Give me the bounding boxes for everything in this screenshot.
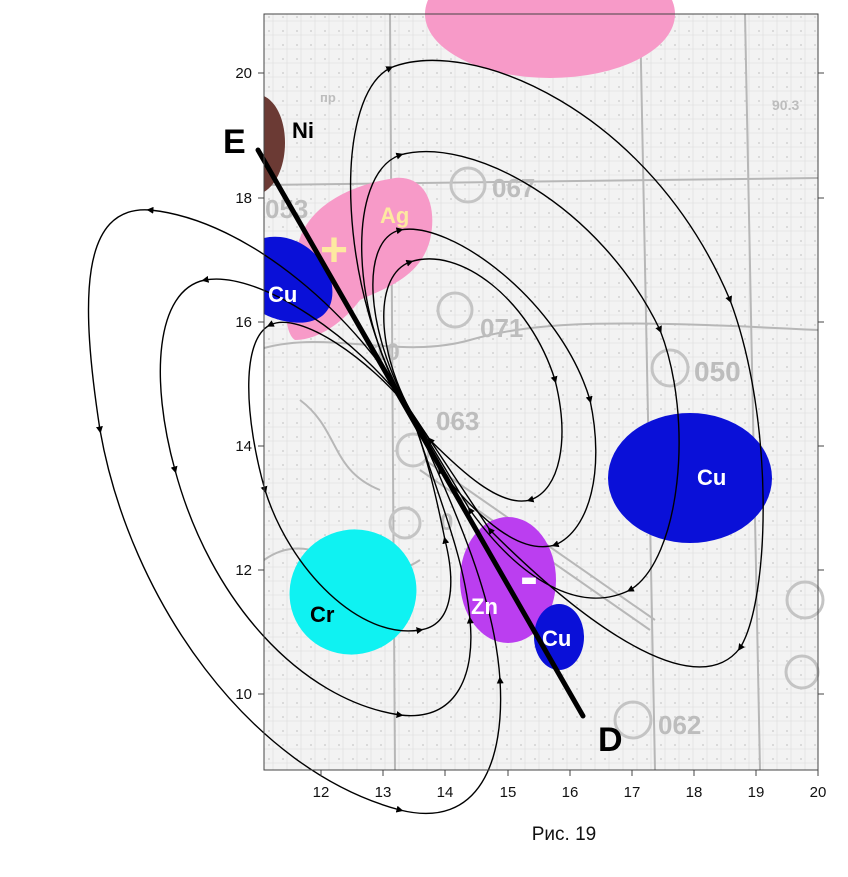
x-tick-label: 20 [810, 784, 827, 801]
map-label: 067 [492, 173, 535, 203]
map-label: 071 [480, 313, 523, 343]
x-tick-label: 16 [562, 784, 579, 801]
x-tick-label: 14 [437, 784, 454, 801]
map-label: 062 [658, 710, 701, 740]
y-tick-label: 18 [235, 190, 252, 207]
x-tick-label: 15 [500, 784, 517, 801]
axis-frame: 12 13 14 15 16 17 18 19 20 10 12 14 16 1… [235, 13, 827, 801]
fault-end-label: D [598, 721, 623, 759]
map-label: 050 [694, 356, 741, 387]
field-line-sw [159, 275, 474, 719]
x-tick-label: 18 [686, 784, 703, 801]
y-tick-label: 16 [235, 314, 252, 331]
map-label: пр [320, 90, 336, 105]
x-tick-label: 13 [375, 784, 392, 801]
fault-line [255, 147, 586, 719]
figure-caption-row: Рис. 19 [0, 824, 848, 846]
field-line-sw [248, 320, 452, 634]
anomaly-label-cu-east: Cu [697, 465, 726, 490]
figure-caption: Рис. 19 [531, 824, 597, 845]
anomaly-label-ag: Ag [380, 203, 409, 228]
y-tick-label: 12 [235, 562, 252, 579]
anomaly-label-ni: Ni [292, 118, 314, 143]
y-tick-label: 10 [235, 686, 252, 703]
x-tick-label: 19 [748, 784, 765, 801]
positive-pole-sign: + [320, 224, 348, 277]
map-survey-marker [613, 700, 653, 740]
map-label: 90.3 [772, 97, 799, 113]
map-survey-marker [785, 580, 825, 620]
anomaly-zone-pink-top [425, 0, 675, 78]
field-line-ne [349, 59, 764, 668]
map-label: 063 [436, 406, 479, 436]
x-tick-label: 12 [313, 784, 330, 801]
y-tick-label: 14 [235, 438, 252, 455]
anomaly-label-zn: Zn [471, 594, 498, 619]
anomaly-label-cu-south: Cu [542, 626, 571, 651]
anomaly-zone-cu-east [608, 413, 772, 543]
negative-pole-sign: - [520, 547, 538, 607]
fault-start-label: E [223, 123, 246, 161]
x-tick-label: 17 [624, 784, 641, 801]
anomaly-labels: Ni Ag Cu Cu Cu Zn Cr [268, 118, 726, 651]
anomaly-label-cu-west: Cu [268, 282, 297, 307]
y-tick-label: 20 [235, 65, 252, 82]
anomaly-label-cr: Cr [310, 602, 335, 627]
field-lines [87, 59, 764, 815]
